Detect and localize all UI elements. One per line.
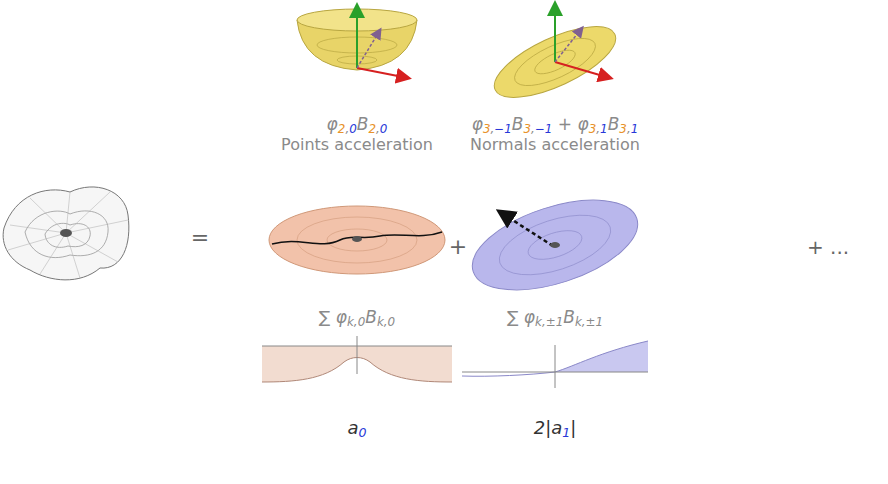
radial-profile-plot (262, 336, 452, 382)
subscript: k,±1 (535, 315, 563, 329)
radial-profile-plot (462, 341, 648, 388)
caption-text: Normals acceleration (470, 135, 640, 154)
formula: φ3,−1B3,−1 + φ3,1B3,1 (472, 114, 639, 134)
subscript: 3,−1 (483, 122, 512, 136)
coefficient-label: a0 (347, 417, 366, 439)
sum-formula: ∑ φk,0Bk,0 (319, 307, 395, 327)
plus-sign: + (449, 234, 467, 260)
surface (3, 187, 129, 280)
subscript: 3,−1 (524, 122, 553, 136)
tilted-disk-figure (485, 4, 625, 112)
subscript: 2,0 (338, 122, 357, 136)
formula: φ2,0B2,0 (327, 114, 388, 134)
subscript: 1 (562, 425, 570, 440)
subscript: k,0 (347, 315, 365, 329)
bowl-figure (297, 6, 417, 78)
subscript: 3,1 (589, 122, 608, 136)
normals-disk (461, 182, 648, 307)
equals-sign: = (191, 225, 209, 251)
subscript: k,0 (377, 315, 395, 329)
sum-formula: ∑ φk,±1Bk,±1 (507, 307, 603, 327)
caption-text: Points acceleration (281, 135, 433, 154)
subscript: k,±1 (575, 315, 603, 329)
plus-ellipsis: + ... (807, 235, 849, 259)
subscript: 2,0 (368, 122, 387, 136)
subscript: 0 (359, 425, 367, 440)
points-disk (269, 206, 445, 274)
subscript: 3,1 (619, 122, 638, 136)
coefficient-label: 2|a1| (534, 417, 577, 439)
